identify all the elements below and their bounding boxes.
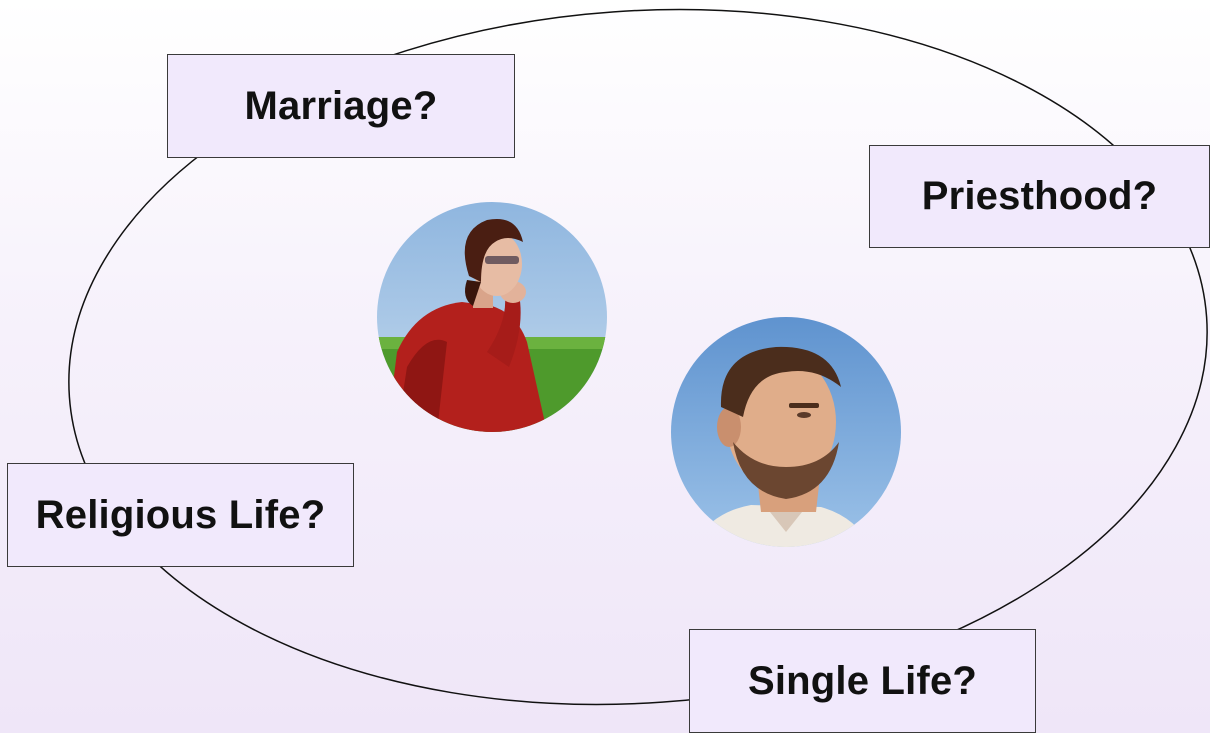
religious-life-label: Religious Life? <box>7 463 354 567</box>
priesthood-label: Priesthood? <box>869 145 1210 248</box>
marriage-label: Marriage? <box>167 54 515 158</box>
single-life-label: Single Life? <box>689 629 1036 733</box>
woman-thinking-photo <box>377 202 607 432</box>
man-looking-up-photo <box>671 317 901 547</box>
